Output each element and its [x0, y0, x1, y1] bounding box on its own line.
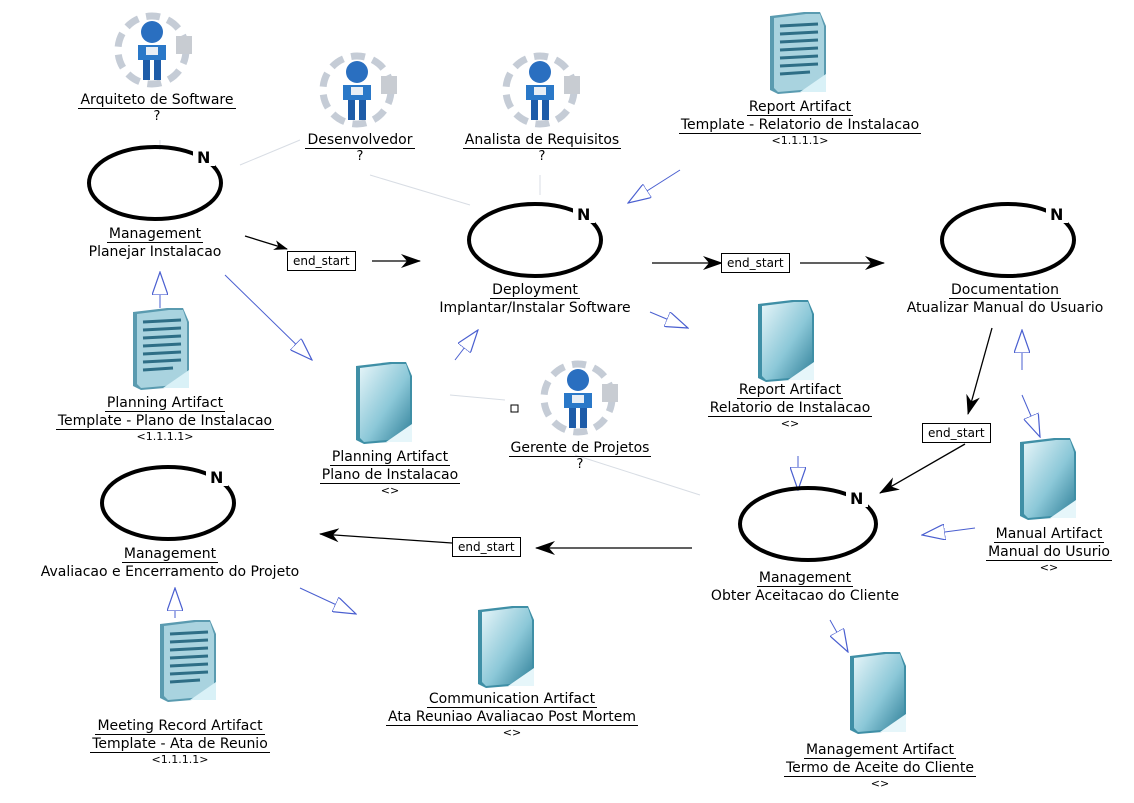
- marker-n-3: N: [850, 489, 863, 508]
- artifact-type: Planning Artifact: [104, 395, 226, 412]
- flow-label[interactable]: end_start: [287, 251, 356, 271]
- role-name: Arquiteto de Software: [78, 92, 236, 109]
- role-qualifier: ?: [538, 149, 546, 164]
- artifact-label[interactable]: Planning Artifact Plano de Instalacao <>: [290, 448, 490, 498]
- role-name: Gerente de Projetos: [508, 440, 652, 457]
- document-icon: [1020, 438, 1076, 520]
- artifact-version: <>: [380, 484, 400, 497]
- role-label[interactable]: Desenvolvedor ?: [280, 131, 440, 165]
- activity-name: Planejar Instalacao: [88, 244, 222, 260]
- artifact-name: Termo de Aceite do Cliente: [783, 760, 977, 777]
- artifact-version: <1.1.1.1>: [771, 134, 829, 147]
- activity-discipline: Management: [121, 546, 219, 563]
- role-qualifier: ?: [153, 109, 161, 124]
- role-links: [159, 139, 701, 496]
- activity-label[interactable]: Management Obter Aceitacao do Cliente: [680, 569, 930, 605]
- artifact-type: Communication Artifact: [426, 691, 598, 708]
- activity-ellipse-atualizar: [940, 202, 1076, 278]
- activity-name: Implantar/Instalar Software: [439, 300, 631, 316]
- artifact-links: [160, 169, 1040, 652]
- activity-ellipse-obter: [738, 486, 878, 562]
- activity-ellipse-planejar: [87, 145, 223, 221]
- artifact-label[interactable]: Report Artifact Relatorio de Instalacao …: [680, 381, 900, 431]
- artifact-label[interactable]: Planning Artifact Template - Plano de In…: [15, 394, 315, 444]
- control-flows: [244, 235, 993, 555]
- role-qualifier: ?: [576, 457, 584, 472]
- activity-discipline: Deployment: [490, 282, 580, 299]
- template-doc-icons: [133, 12, 826, 702]
- artifact-version: <1.1.1.1>: [136, 430, 194, 443]
- artifact-type: Report Artifact: [746, 99, 854, 116]
- flow-label[interactable]: end_start: [922, 423, 991, 443]
- role-label[interactable]: Analista de Requisitos ?: [432, 131, 652, 165]
- artifact-name: Template - Ata de Reunio: [90, 736, 270, 753]
- activity-label[interactable]: Documentation Atualizar Manual do Usuari…: [870, 281, 1134, 317]
- template-document-icon: [160, 620, 216, 702]
- activity-ellipse-implantar: [467, 202, 603, 278]
- activity-label[interactable]: Deployment Implantar/Instalar Software: [400, 281, 670, 317]
- artifact-name: Template - Relatorio de Instalacao: [678, 117, 922, 134]
- selection-handle[interactable]: [510, 404, 519, 413]
- role-icon: [114, 12, 192, 88]
- marker-n-4: N: [210, 468, 223, 487]
- marker-n-2: N: [1050, 205, 1063, 224]
- artifact-version: <>: [870, 777, 890, 790]
- role-name: Desenvolvedor: [305, 132, 415, 149]
- artifact-type: Manual Artifact: [993, 526, 1105, 543]
- role-icon: [540, 360, 618, 436]
- artifact-label[interactable]: Management Artifact Termo de Aceite do C…: [745, 741, 1015, 791]
- flow-label[interactable]: end_start: [721, 253, 790, 273]
- document-icon: [758, 300, 814, 382]
- marker-n-1: N: [577, 205, 590, 224]
- activity-name: Avaliacao e Encerramento do Projeto: [40, 564, 300, 580]
- artifact-version: <1.1.1.1>: [151, 753, 209, 766]
- artifact-version: <>: [502, 726, 522, 739]
- document-icon: [850, 652, 906, 734]
- template-document-icon: [770, 12, 826, 94]
- artifact-type: Meeting Record Artifact: [95, 718, 265, 735]
- activity-marker-letters: N N N N N: [197, 148, 1063, 508]
- role-qualifier: ?: [356, 149, 364, 164]
- marker-n-0: N: [197, 148, 210, 167]
- role-icon: [319, 52, 397, 128]
- document-icons: [356, 300, 1076, 734]
- document-icon: [356, 362, 412, 444]
- artifact-version: <>: [780, 417, 800, 430]
- artifact-label[interactable]: Manual Artifact Manual do Usurio <>: [964, 525, 1134, 575]
- activity-markers: [193, 144, 1068, 507]
- artifact-type: Report Artifact: [736, 382, 844, 399]
- artifact-name: Manual do Usurio: [986, 544, 1112, 561]
- role-name: Analista de Requisitos: [462, 132, 622, 149]
- template-document-icon: [133, 308, 189, 390]
- activity-label[interactable]: Management Avaliacao e Encerramento do P…: [0, 545, 340, 581]
- artifact-label[interactable]: Communication Artifact Ata Reuniao Avali…: [352, 690, 672, 740]
- artifact-name: Template - Plano de Instalacao: [55, 413, 275, 430]
- activity-shapes: [87, 145, 1076, 562]
- activity-ellipse-avaliacao: [100, 465, 236, 541]
- artifact-label[interactable]: Report Artifact Template - Relatorio de …: [640, 98, 960, 148]
- document-icon: [478, 606, 534, 688]
- activity-name: Atualizar Manual do Usuario: [906, 300, 1104, 316]
- artifact-type: Planning Artifact: [329, 449, 451, 466]
- role-label[interactable]: Arquiteto de Software ?: [52, 91, 262, 125]
- role-icon: [502, 52, 580, 128]
- activity-discipline: Documentation: [949, 282, 1061, 299]
- artifact-version: <>: [1039, 561, 1059, 574]
- artifact-label[interactable]: Meeting Record Artifact Template - Ata d…: [55, 717, 305, 767]
- artifact-type: Management Artifact: [803, 742, 957, 759]
- role-label[interactable]: Gerente de Projetos ?: [475, 439, 685, 473]
- role-icons: [114, 12, 618, 436]
- flow-label[interactable]: end_start: [452, 537, 521, 557]
- activity-discipline: Management: [106, 226, 204, 243]
- activity-discipline: Management: [756, 570, 854, 587]
- artifact-name: Plano de Instalacao: [319, 467, 461, 484]
- activity-label[interactable]: Management Planejar Instalacao: [55, 225, 255, 261]
- artifact-name: Relatorio de Instalacao: [707, 400, 873, 417]
- activity-name: Obter Aceitacao do Cliente: [710, 588, 900, 604]
- artifact-name: Ata Reuniao Avaliacao Post Mortem: [386, 709, 638, 726]
